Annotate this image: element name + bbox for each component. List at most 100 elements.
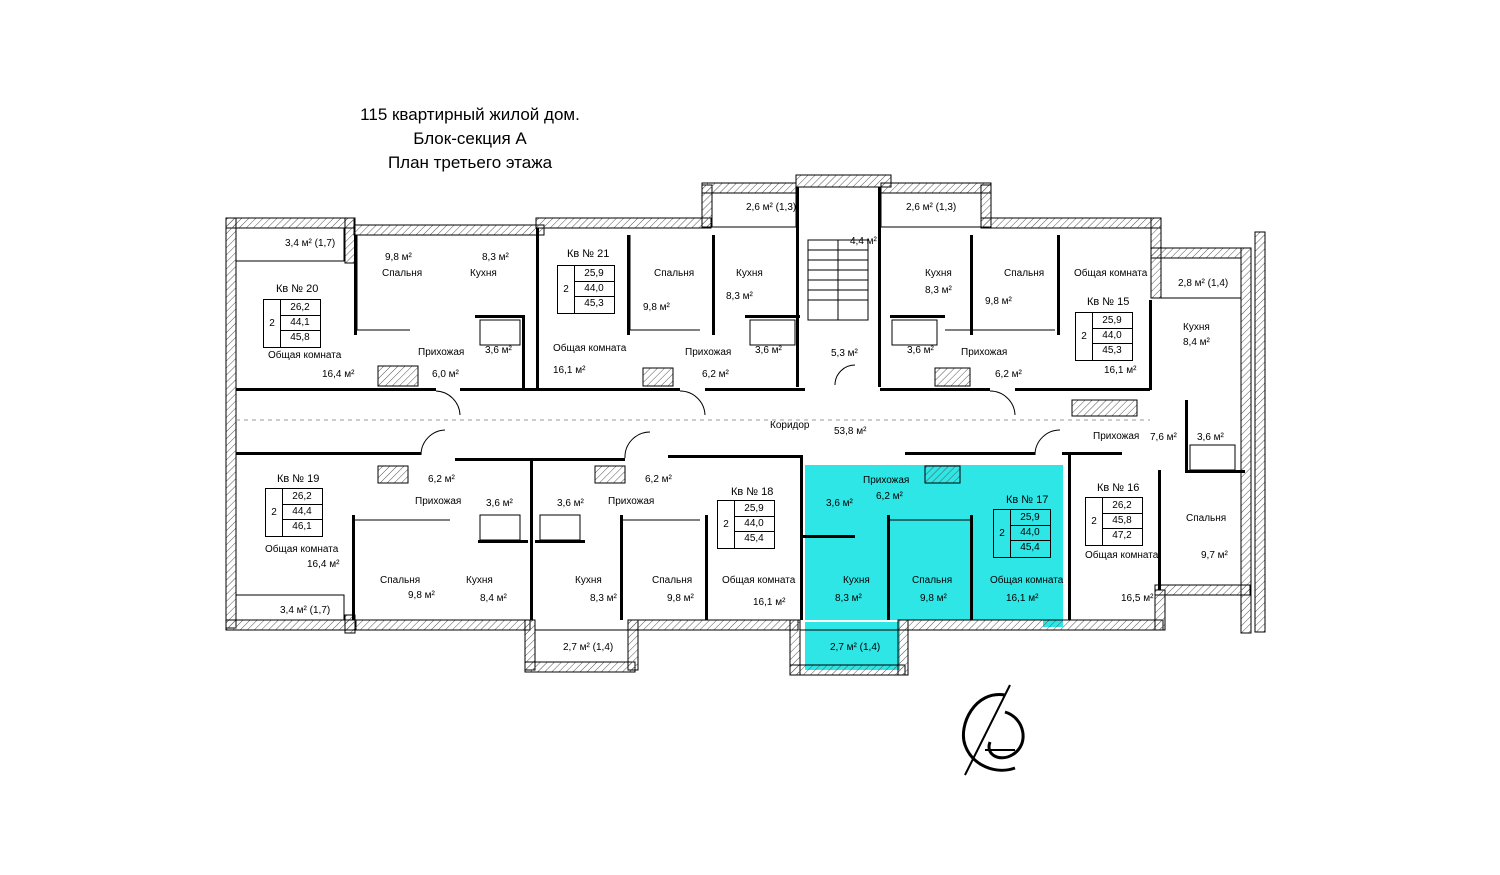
room-name: Общая комната bbox=[1074, 268, 1148, 279]
room-name: Спальня bbox=[1004, 268, 1045, 279]
area-label: 9,8 м² bbox=[920, 593, 947, 604]
apartment-18-label: Кв № 18 bbox=[731, 486, 774, 498]
area-label: 2,7 м² (1,4) bbox=[563, 642, 614, 653]
room-name: Общая комната bbox=[990, 575, 1064, 586]
apartment-20-info: 2 26,2 44,1 45,8 bbox=[263, 299, 321, 348]
room-name: Прихожая bbox=[685, 347, 732, 358]
rooms-count: 2 bbox=[1076, 313, 1093, 360]
area-label: 2,6 м² (1,3) bbox=[906, 202, 957, 213]
room-name: Общая комната bbox=[265, 544, 339, 555]
wardrobes bbox=[377, 365, 1138, 484]
apartment-18-info: 2 25,9 44,0 45,4 bbox=[717, 500, 775, 549]
rooms-count: 2 bbox=[558, 266, 575, 313]
living-area: 25,9 bbox=[1092, 313, 1132, 329]
total-area-with-balcony: 45,3 bbox=[1102, 345, 1122, 356]
area-label: 16,4 м² bbox=[307, 559, 340, 570]
area-label: 6,2 м² bbox=[876, 491, 903, 502]
area-label: 3,6 м² bbox=[1197, 432, 1224, 443]
total-area: 44,0 bbox=[1010, 525, 1050, 541]
total-area: 44,0 bbox=[574, 281, 614, 297]
area-label: 6,2 м² bbox=[645, 474, 672, 485]
apartment-17-label: Кв № 17 bbox=[1006, 494, 1049, 506]
area-label: 3,4 м² (1,7) bbox=[280, 605, 331, 616]
area-label: 8,3 м² bbox=[590, 593, 617, 604]
rooms-count: 2 bbox=[266, 489, 283, 536]
north-arrow-icon bbox=[962, 684, 1025, 776]
area-label: 3,4 м² (1,7) bbox=[285, 238, 336, 249]
living-area: 26,2 bbox=[280, 300, 320, 316]
room-name: Кухня bbox=[843, 575, 870, 586]
area-label: 8,4 м² bbox=[1183, 337, 1210, 348]
area-label: 2,8 м² (1,4) bbox=[1178, 278, 1229, 289]
area-label: 3,6 м² bbox=[485, 345, 512, 356]
total-area-with-balcony: 45,8 bbox=[290, 332, 310, 343]
total-area-with-balcony: 45,4 bbox=[1020, 542, 1040, 553]
area-label: 9,8 м² bbox=[985, 296, 1012, 307]
total-area-with-balcony: 46,1 bbox=[292, 521, 312, 532]
room-name: Прихожая bbox=[1093, 431, 1140, 442]
apartment-16-info: 2 26,2 45,8 47,2 bbox=[1085, 497, 1143, 546]
area-label: 2,6 м² (1,3) bbox=[746, 202, 797, 213]
room-name: Кухня bbox=[736, 268, 763, 279]
apartment-21-label: Кв № 21 bbox=[567, 248, 610, 260]
room-name: Кухня bbox=[466, 575, 493, 586]
area-label: 16,1 м² bbox=[1006, 593, 1039, 604]
area-label: 8,3 м² bbox=[925, 285, 952, 296]
room-name: Коридор bbox=[770, 420, 810, 431]
room-name: Спальня bbox=[1186, 513, 1227, 524]
area-label: 7,6 м² bbox=[1150, 432, 1177, 443]
area-label: 9,8 м² bbox=[385, 252, 412, 263]
area-label: 9,8 м² bbox=[643, 302, 670, 313]
rooms-count: 2 bbox=[1086, 498, 1103, 545]
area-label: 6,2 м² bbox=[702, 369, 729, 380]
outer-walls bbox=[225, 174, 1266, 676]
apartment-19-label: Кв № 19 bbox=[277, 473, 320, 485]
area-label: 9,8 м² bbox=[667, 593, 694, 604]
living-area: 26,2 bbox=[1102, 498, 1142, 514]
total-area: 44,0 bbox=[1092, 328, 1132, 344]
area-label: 4,4 м² bbox=[850, 236, 877, 247]
thin-outlines bbox=[235, 192, 1242, 666]
room-name: Спальня bbox=[382, 268, 423, 279]
room-name: Прихожая bbox=[961, 347, 1008, 358]
living-area: 26,2 bbox=[282, 489, 322, 505]
area-label: 8,4 м² bbox=[480, 593, 507, 604]
rooms-count: 2 bbox=[264, 300, 281, 347]
room-name: Прихожая bbox=[415, 496, 462, 507]
room-name: Кухня bbox=[1183, 322, 1210, 333]
area-label: 6,0 м² bbox=[432, 369, 459, 380]
room-name: Спальня bbox=[652, 575, 693, 586]
room-name: Кухня bbox=[470, 268, 497, 279]
area-label: 3,6 м² bbox=[557, 498, 584, 509]
rooms-count: 2 bbox=[994, 510, 1011, 557]
room-name: Кухня bbox=[575, 575, 602, 586]
area-label: 3,6 м² bbox=[826, 498, 853, 509]
apartment-15-label: Кв № 15 bbox=[1087, 296, 1130, 308]
total-area-with-balcony: 45,3 bbox=[584, 298, 604, 309]
area-label: 2,7 м² (1,4) bbox=[830, 642, 881, 653]
area-label: 9,8 м² bbox=[408, 590, 435, 601]
area-label: 3,6 м² bbox=[907, 345, 934, 356]
area-label: 6,2 м² bbox=[428, 474, 455, 485]
area-label: 16,1 м² bbox=[753, 597, 786, 608]
area-label: 8,3 м² bbox=[726, 291, 753, 302]
room-name: Прихожая bbox=[608, 496, 655, 507]
apartment-15-info: 2 25,9 44,0 45,3 bbox=[1075, 312, 1133, 361]
room-name: Спальня bbox=[654, 268, 695, 279]
apartment-17-info[interactable]: 2 25,9 44,0 45,4 bbox=[993, 509, 1051, 558]
living-area: 25,9 bbox=[734, 501, 774, 517]
apartment-21-info: 2 25,9 44,0 45,3 bbox=[557, 265, 615, 314]
area-label: 16,4 м² bbox=[322, 369, 355, 380]
room-name: Общая комната bbox=[1085, 550, 1159, 561]
total-area: 44,0 bbox=[734, 516, 774, 532]
area-label: 16,5 м² bbox=[1121, 593, 1154, 604]
rooms-count: 2 bbox=[718, 501, 735, 548]
title-line-2: Блок-секция А bbox=[413, 129, 527, 148]
total-area: 44,1 bbox=[280, 315, 320, 331]
room-name: Прихожая bbox=[418, 347, 465, 358]
apartment-16-label: Кв № 16 bbox=[1097, 482, 1140, 494]
area-label: 6,2 м² bbox=[995, 369, 1022, 380]
interior-walls bbox=[236, 187, 1245, 620]
room-name: Кухня bbox=[925, 268, 952, 279]
